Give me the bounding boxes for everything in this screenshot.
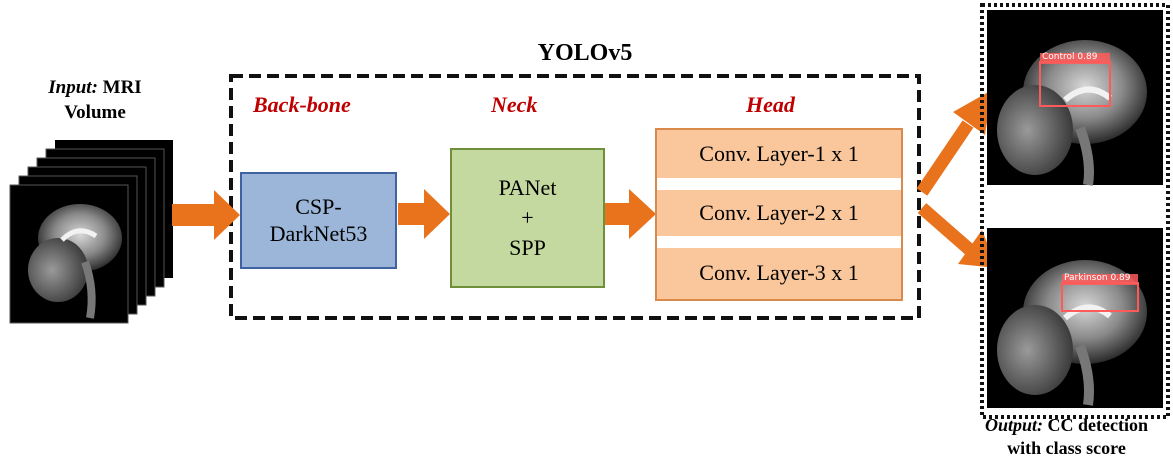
backbone-line1: CSP- [295, 194, 342, 220]
backbone-box: CSP- DarkNet53 [240, 172, 397, 269]
input-prefix: Input: [48, 77, 98, 98]
neck-line1: PANet [498, 175, 557, 201]
neck-line3: SPP [509, 234, 546, 260]
input-line2: Volume [64, 101, 126, 123]
detection-score-parkinson: 0.89 [1110, 273, 1131, 283]
head-layer-2: Conv. Layer-2 x 1 [699, 199, 859, 225]
head-box [655, 128, 903, 301]
section-label-neck: Neck [491, 92, 538, 117]
output-image-parkinson [987, 228, 1163, 408]
detection-label-parkinson: Parkinson 0.89 [1064, 273, 1130, 283]
output-caption: Output: CC detection with class score [960, 414, 1173, 461]
output-line1: CC detection [1047, 415, 1148, 435]
head-layer-3: Conv. Layer-3 x 1 [699, 260, 859, 286]
output-frame [980, 3, 1170, 419]
detection-class-parkinson: Parkinson [1064, 273, 1108, 283]
arrow-backbone-to-neck [398, 189, 450, 239]
arrow-neck-to-head [605, 189, 656, 239]
arrow-input-to-backbone [172, 190, 240, 240]
input-line1: MRI [102, 77, 142, 98]
head-separator-2 [657, 236, 901, 248]
output-line2: with class score [1007, 438, 1126, 459]
output-prefix: Output: [984, 415, 1044, 435]
output-image-control [987, 10, 1163, 186]
neck-box: PANet + SPP [450, 148, 605, 288]
detection-score-control: 0.89 [1077, 52, 1098, 62]
diagram-title: YOLOv5 [537, 40, 633, 66]
arrow-head-to-output-bottom [917, 203, 997, 268]
input-caption: Input: MRI Volume [25, 76, 165, 125]
section-label-head: Head [746, 92, 795, 117]
detection-class-control: Control [1042, 52, 1075, 62]
yolov5-frame [229, 74, 921, 320]
head-separator-1 [657, 178, 901, 190]
neck-line2: + [521, 205, 534, 231]
section-label-backbone: Back-bone [253, 92, 351, 117]
mri-slice-image [28, 204, 122, 319]
detection-label-control: Control 0.89 [1042, 52, 1097, 62]
arrow-head-to-output-top [916, 90, 992, 196]
backbone-line2: DarkNet53 [269, 220, 368, 246]
head-layer-1: Conv. Layer-1 x 1 [699, 140, 859, 166]
